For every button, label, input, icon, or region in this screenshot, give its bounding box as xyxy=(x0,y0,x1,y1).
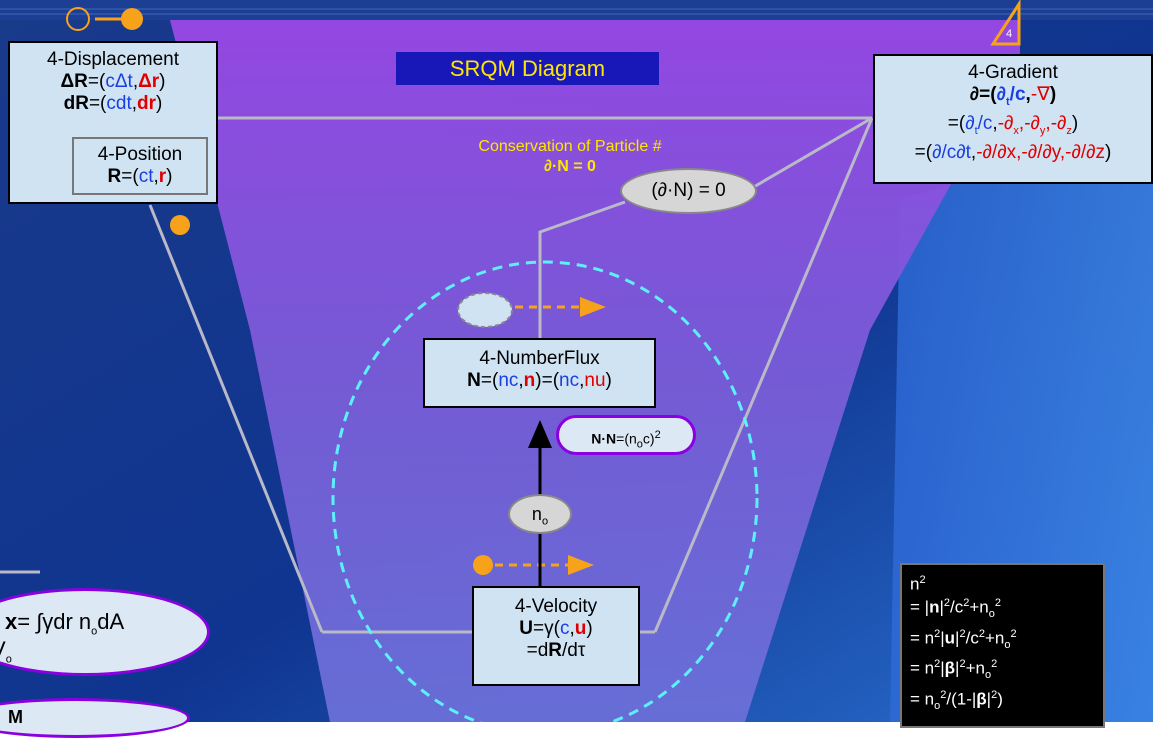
background xyxy=(0,0,1153,722)
cloud-icon xyxy=(457,292,513,328)
